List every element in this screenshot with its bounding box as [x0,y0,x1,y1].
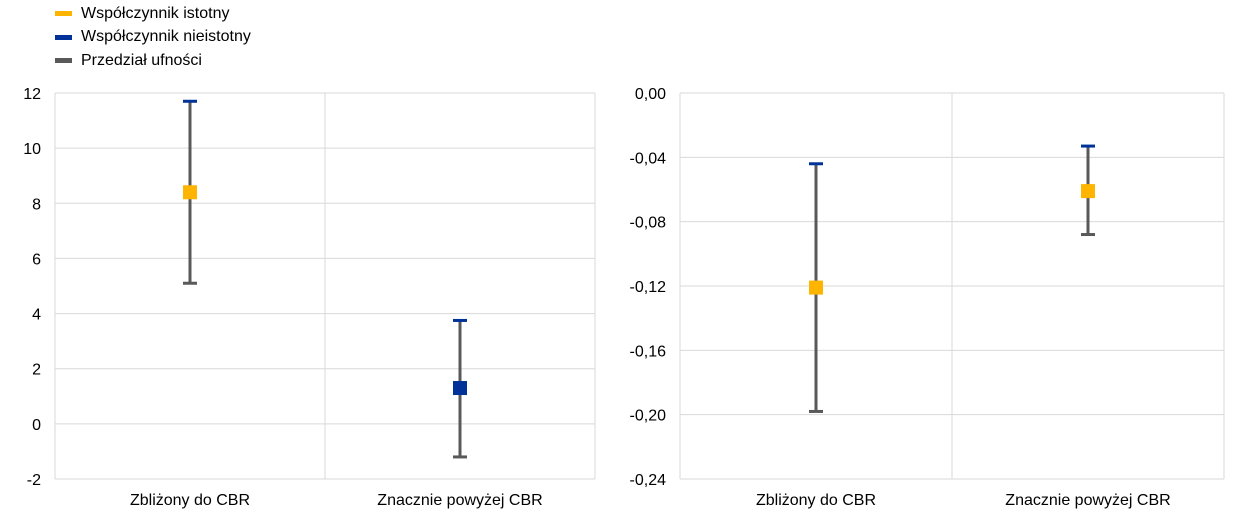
y-tick-label: 12 [23,86,41,103]
data-point [809,280,823,295]
y-tick-label: 4 [32,307,41,324]
x-tick-label: Zbliżony do CBR [756,492,876,509]
data-point [453,381,467,396]
y-tick-label: 6 [32,251,41,268]
y-tick-label: 2 [32,362,41,379]
y-tick-label: -0,08 [630,215,667,232]
y-tick-label: -0,16 [630,343,667,360]
x-tick-label: Znacznie powyżej CBR [377,492,542,509]
legend-item-interval: Przedział ufności [55,49,251,73]
y-tick-label: -0,04 [630,150,667,167]
legend-item-insignificant: Współczynnik nieistotny [55,26,251,50]
x-tick-label: Zbliżony do CBR [130,492,250,509]
legend-label: Współczynnik istotny [81,4,230,22]
data-point [183,185,197,200]
y-tick-label: -0,24 [630,472,667,489]
data-point [1081,184,1095,199]
y-tick-label: -0,20 [630,408,667,425]
legend-label: Współczynnik nieistotny [81,28,251,46]
y-tick-label: 0 [32,417,41,434]
x-tick-label: Znacznie powyżej CBR [1005,492,1170,509]
legend-label: Przedział ufności [81,51,202,69]
legend-swatch-interval [55,58,72,64]
legend-item-significant: Współczynnik istotny [55,2,251,26]
y-tick-label: 0,00 [635,86,666,103]
legend: Współczynnik istotny Współczynnik nieist… [55,2,251,73]
y-tick-label: -0,12 [630,279,667,296]
legend-swatch-insignificant [55,34,72,40]
y-tick-label: 8 [32,196,41,213]
y-tick-label: -2 [27,472,41,489]
legend-swatch-significant [55,11,72,17]
y-tick-label: 10 [23,141,41,158]
